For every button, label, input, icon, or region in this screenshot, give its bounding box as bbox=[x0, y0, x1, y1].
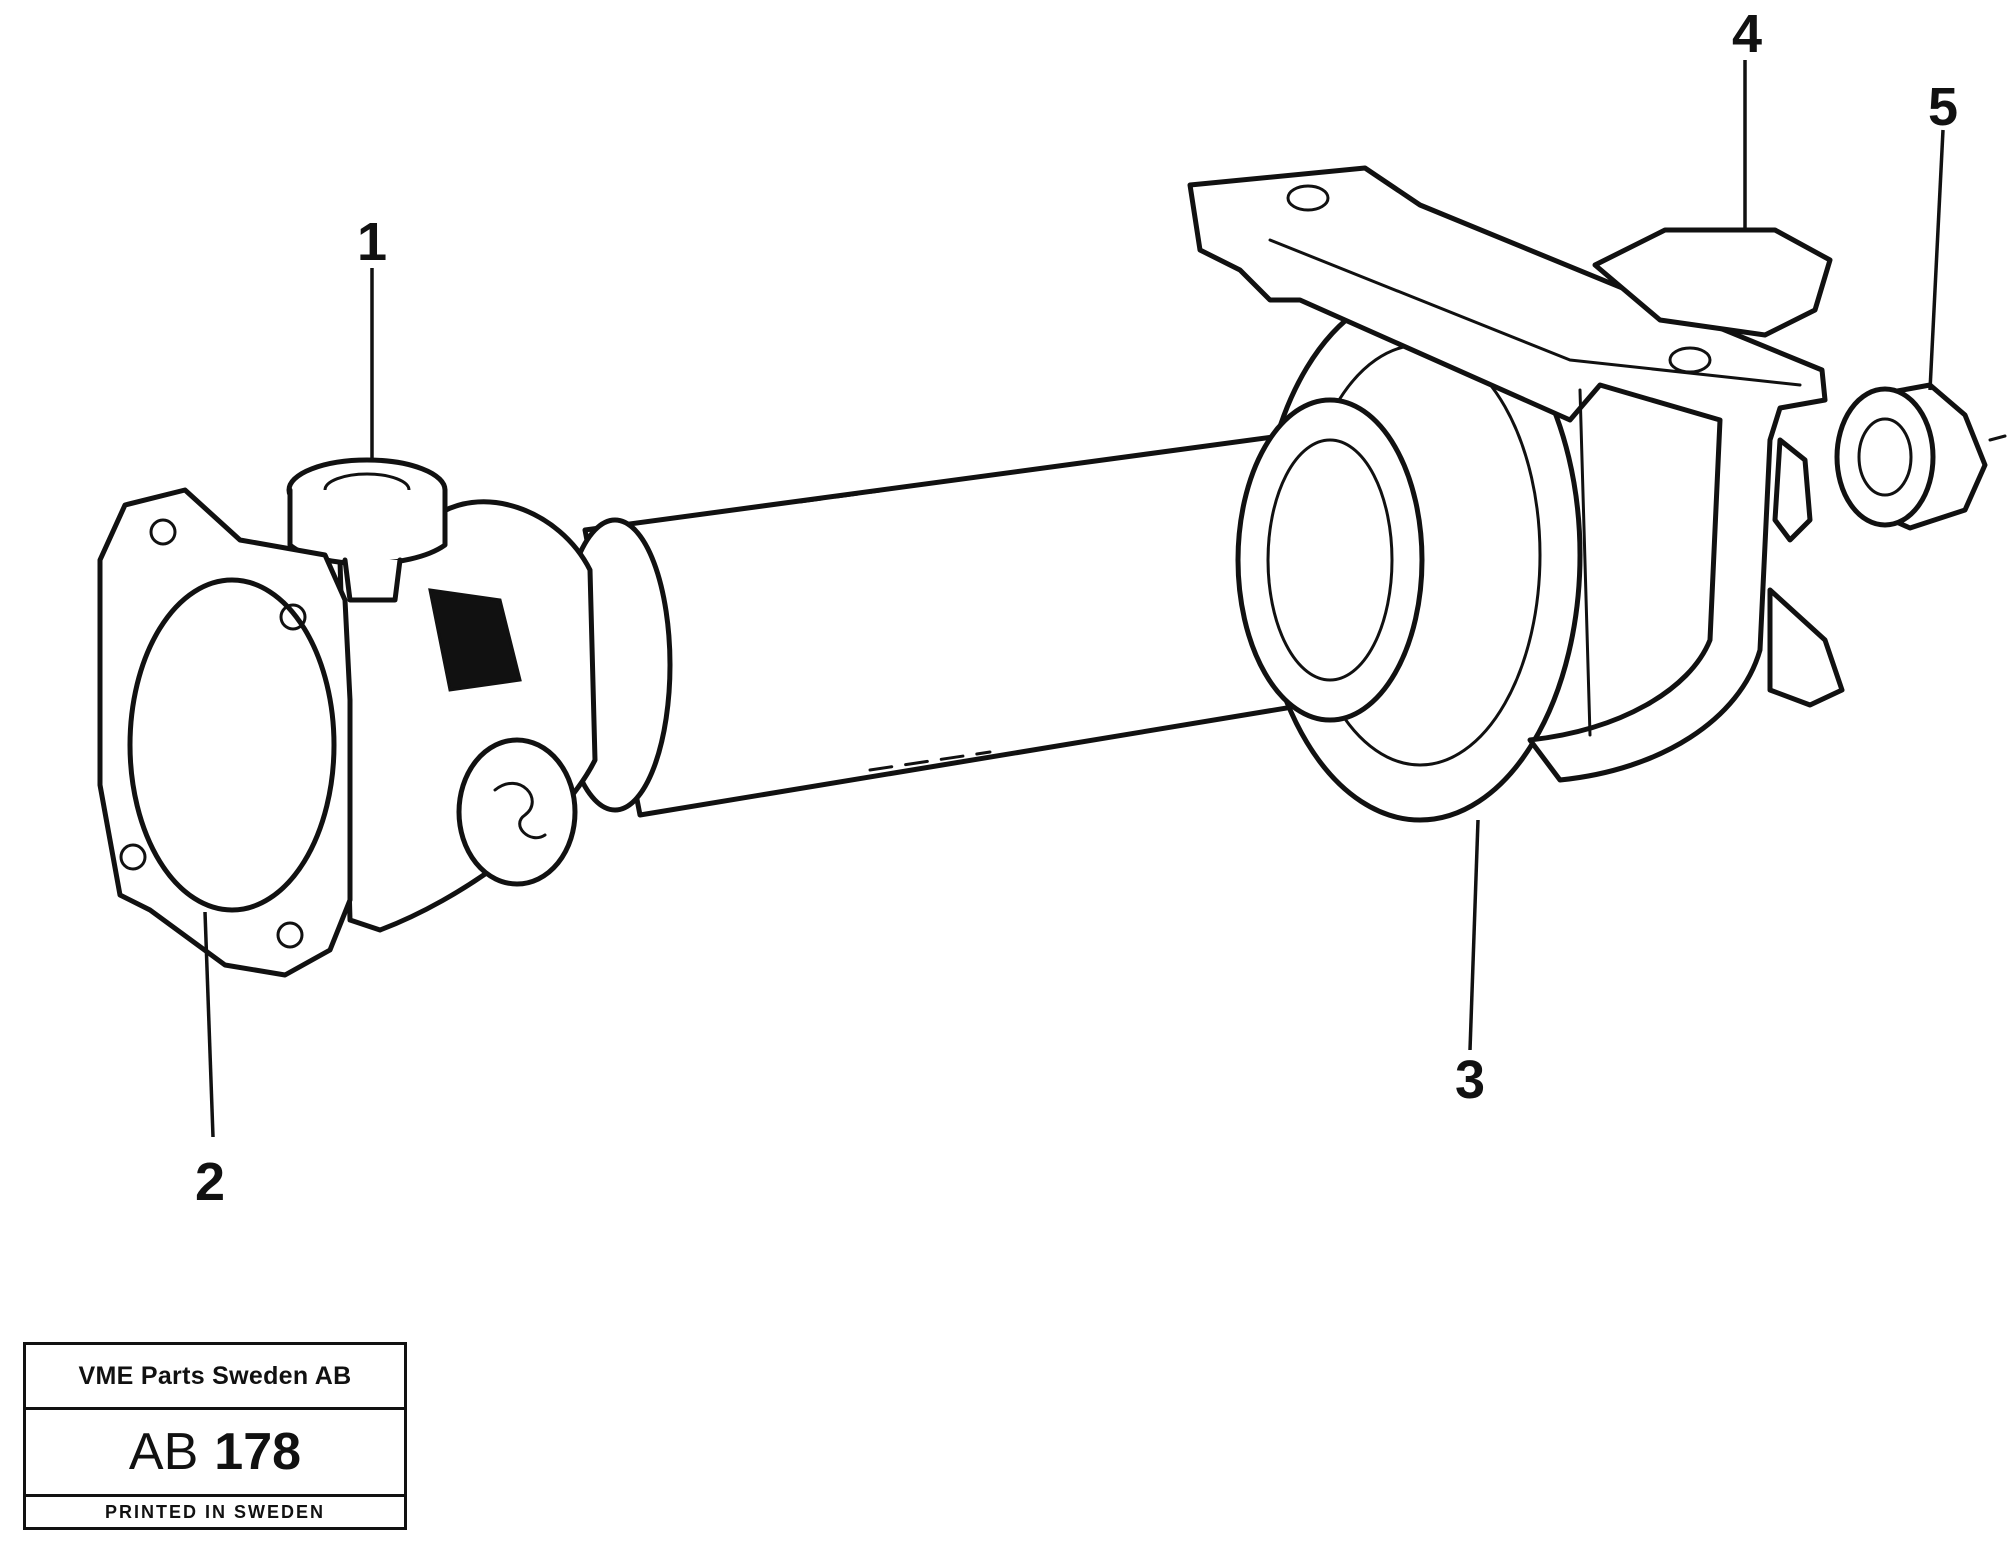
companion-flange-right bbox=[1592, 227, 1845, 708]
title-block: VME Parts Sweden AB AB 178 PRINTED IN SW… bbox=[23, 1342, 407, 1530]
callout-3: 3 bbox=[1455, 1050, 1485, 1110]
company-name: VME Parts Sweden AB bbox=[26, 1345, 404, 1410]
shaft-tube bbox=[582, 429, 1338, 818]
leader-5 bbox=[1928, 129, 1945, 391]
universal-joint-yoke bbox=[337, 499, 673, 933]
callout-4: 4 bbox=[1732, 4, 1762, 64]
nut bbox=[1834, 382, 2007, 531]
callout-1: 1 bbox=[357, 212, 387, 272]
callout-2: 2 bbox=[195, 1152, 225, 1212]
illustration-code: AB 178 bbox=[26, 1410, 404, 1494]
flange-yoke bbox=[97, 487, 353, 978]
grease-nipple bbox=[286, 457, 448, 603]
illustration-code-number: 178 bbox=[214, 1423, 302, 1481]
leader-3 bbox=[1468, 819, 1480, 1051]
leader-2 bbox=[203, 911, 215, 1138]
callout-5: 5 bbox=[1928, 77, 1958, 137]
callout-numbers: 1 2 3 4 5 bbox=[195, 4, 1958, 1212]
printed-in-label: PRINTED IN SWEDEN bbox=[26, 1494, 404, 1527]
leader-lines bbox=[203, 60, 1945, 1138]
support-bearing-rubber bbox=[1235, 287, 1583, 823]
illustration-code-prefix: AB bbox=[128, 1423, 199, 1481]
